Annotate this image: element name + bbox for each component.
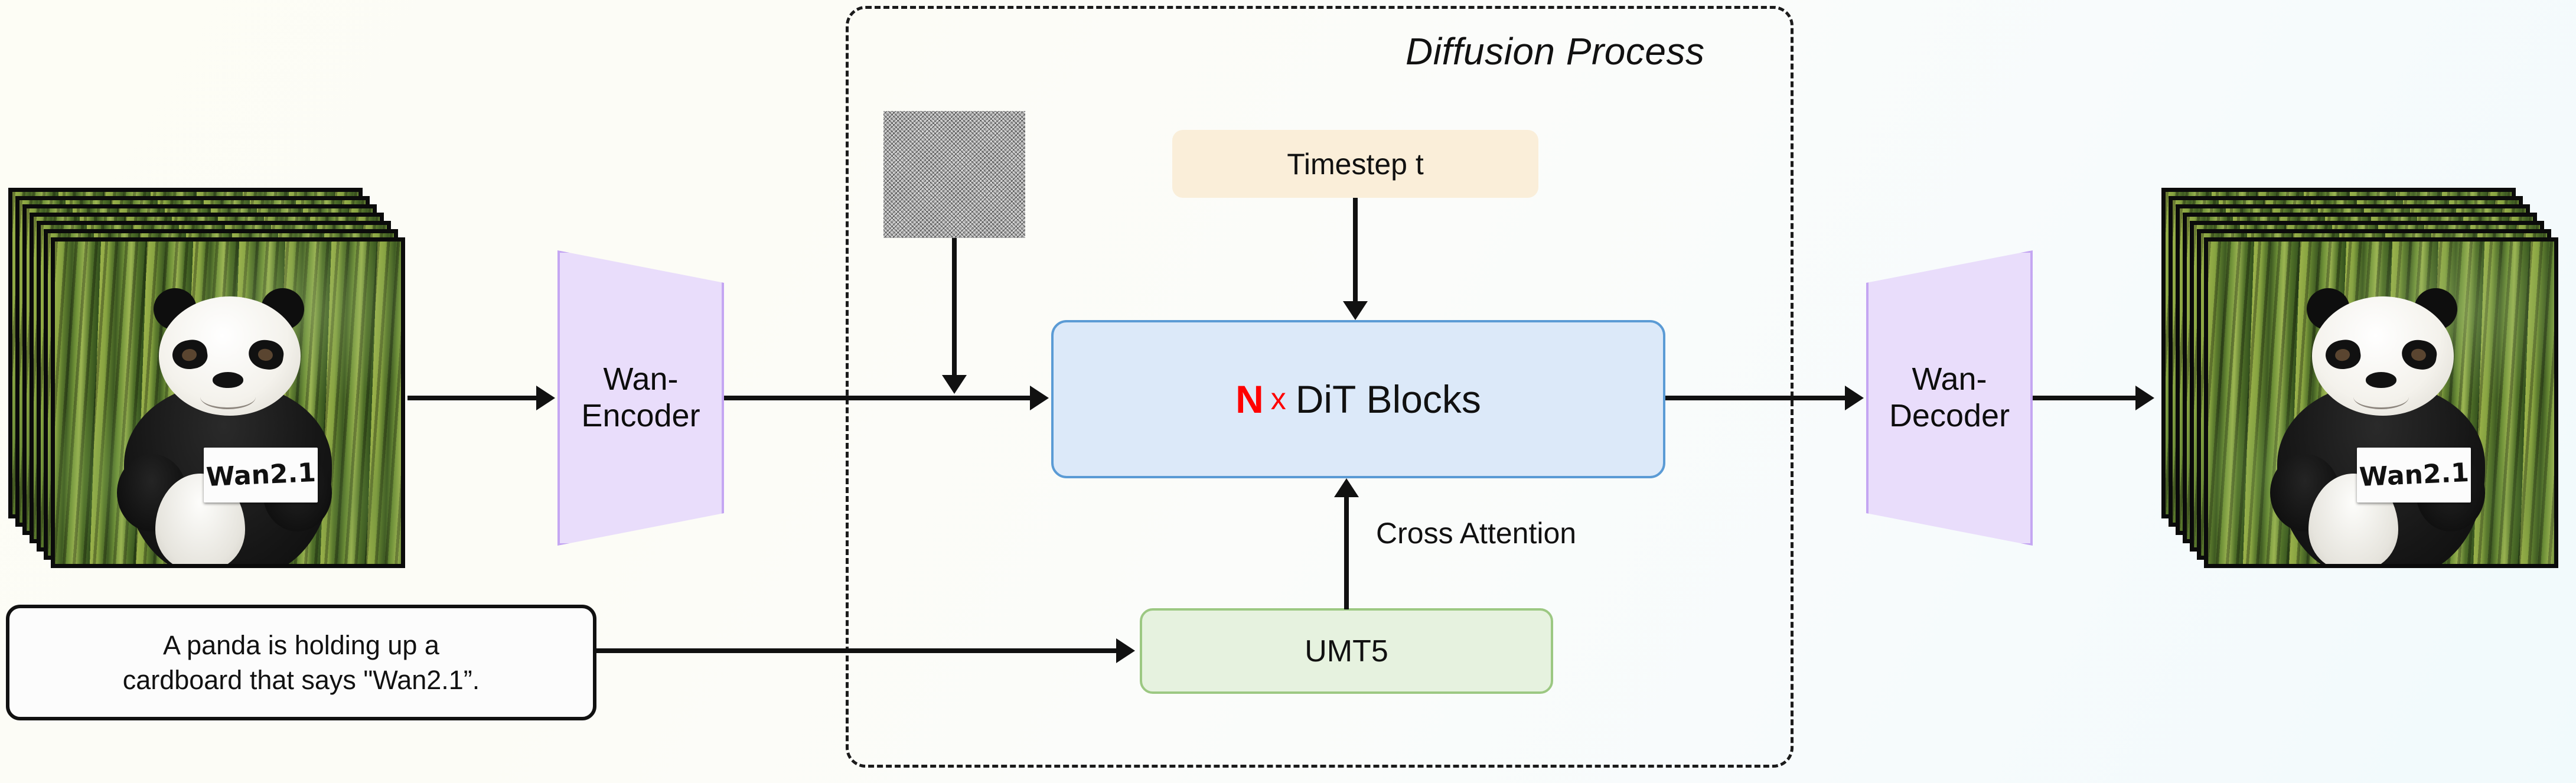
prompt-text: A panda is holding up a cardboard that s…	[123, 628, 480, 698]
umt5-box[interactable]: UMT5	[1140, 608, 1553, 694]
timestep-box[interactable]: Timestep t	[1172, 130, 1538, 198]
panda-illustration: Wan2.1	[2208, 242, 2554, 564]
panda-sign-card: Wan2.1	[203, 448, 318, 503]
edge-umt5-to-dit	[1344, 497, 1349, 609]
edge-noise-to-latent	[952, 238, 957, 375]
timestep-label: Timestep t	[1287, 147, 1424, 181]
panda-illustration: Wan2.1	[55, 242, 401, 564]
wan-encoder-label: Wan- Encoder	[581, 361, 700, 433]
edge-dit-to-decoder	[1665, 396, 1847, 400]
umt5-label: UMT5	[1305, 634, 1388, 668]
input-frame-stack: Wan2.1	[8, 188, 422, 578]
arrowhead-dit-to-decoder	[1845, 386, 1864, 410]
wan-decoder-label: Wan- Decoder	[1889, 361, 2010, 433]
prompt-line-1: A panda is holding up a	[163, 629, 439, 660]
arrowhead-umt5-to-dit	[1334, 478, 1359, 497]
wan-decoder-module[interactable]: Wan- Decoder	[1866, 250, 2033, 546]
diffusion-process-label: Diffusion Process	[1406, 30, 1705, 73]
wan-encoder-module[interactable]: Wan- Encoder	[557, 250, 724, 546]
arrowhead-encoder-to-dit	[1030, 386, 1049, 410]
dit-blocks-box[interactable]: N x DiT Blocks	[1051, 320, 1665, 478]
edge-decoder-to-output	[2033, 396, 2138, 400]
noise-patch	[883, 111, 1025, 238]
arrowhead-input-to-encoder	[536, 386, 555, 410]
panda-muzzle	[2353, 385, 2409, 410]
dit-times-symbol: x	[1270, 382, 1286, 416]
dit-blocks-label: DiT Blocks	[1295, 377, 1481, 421]
panda-sign-text: Wan2.1	[2358, 458, 2470, 493]
edge-prompt-to-umt5	[596, 648, 1119, 653]
arrowhead-decoder-to-output	[2135, 386, 2154, 410]
diffusion-process-container	[846, 6, 1794, 768]
output-frame-stack: Wan2.1	[2161, 188, 2575, 578]
edge-input-to-encoder	[407, 396, 539, 400]
prompt-box[interactable]: A panda is holding up a cardboard that s…	[6, 605, 596, 720]
prompt-line-2: cardboard that says "Wan2.1”.	[122, 665, 480, 695]
arrowhead-prompt-to-umt5	[1116, 638, 1135, 663]
edge-encoder-to-dit	[724, 396, 1032, 400]
dit-count: N	[1235, 377, 1264, 421]
panda-sign-card: Wan2.1	[2356, 448, 2471, 503]
cross-attention-label: Cross Attention	[1376, 517, 1577, 550]
frame-front: Wan2.1	[51, 237, 405, 568]
edge-timestep-to-dit	[1353, 198, 1358, 301]
arrowhead-timestep-to-dit	[1343, 301, 1368, 320]
panda-muzzle	[200, 385, 256, 410]
frame-front: Wan2.1	[2204, 237, 2558, 568]
arrowhead-noise-to-latent	[942, 375, 967, 394]
panda-sign-text: Wan2.1	[205, 458, 317, 493]
